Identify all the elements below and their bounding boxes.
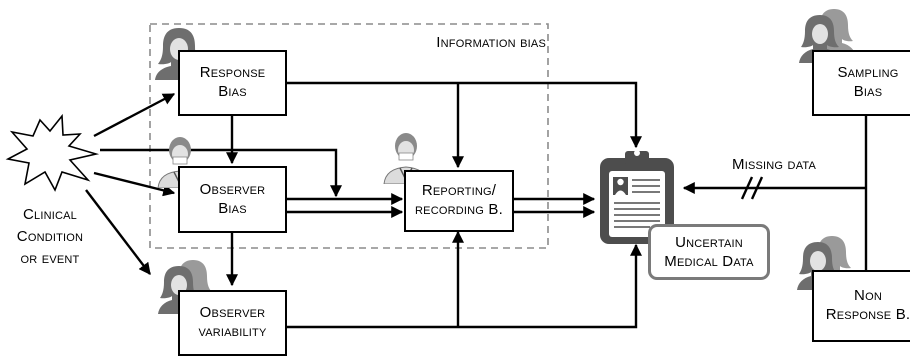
observer-bias-box: Observer Bias: [178, 166, 287, 233]
reporting-bias-line1: Reporting/: [421, 182, 497, 200]
response-bias-line2: Bias: [218, 83, 247, 100]
observer-bias-line2: Bias: [218, 199, 247, 217]
arrow-event-observer: [93, 171, 176, 197]
break-mark-1: [740, 176, 754, 200]
missing-data-label: Missing data: [732, 156, 817, 173]
non-response-bias-box: Non Response B.: [812, 270, 910, 342]
sampling-bias-line2: Bias: [853, 83, 883, 100]
sampling-bias-line1: Sampling: [837, 64, 899, 82]
non-response-line1: Non: [854, 287, 882, 305]
observer-variability-line1: Observer: [199, 304, 266, 322]
observer-variability-line2: variability: [198, 323, 267, 340]
response-bias-box: Response Bias: [178, 50, 287, 116]
observer-variability-box: Observer variability: [178, 290, 287, 356]
uncertain-medical-data-box: Uncertain Medical Data: [648, 224, 770, 280]
uncertain-line1: Uncertain: [675, 233, 743, 251]
clinical-line3: or event: [20, 249, 80, 267]
information-bias-label: Information bias: [436, 34, 546, 51]
observer-bias-line1: Observer: [199, 180, 266, 198]
clinical-line2: Condition: [16, 227, 84, 245]
clinical-line1: Clinical: [22, 206, 77, 223]
reporting-bias-box: Reporting/ recording B.: [404, 170, 514, 232]
uncertain-line2: Medical Data: [664, 253, 754, 270]
clipboard-icon: [600, 150, 674, 244]
clinical-condition-label: Clinical Condition or event: [2, 204, 98, 269]
information-bias-region: [149, 23, 549, 249]
reporting-bias-line2: recording B.: [415, 201, 503, 218]
response-bias-line1: Response: [199, 64, 266, 82]
break-mark-2: [750, 176, 764, 200]
arrow-response-uncertain: [286, 81, 642, 149]
arrow-event-response: [93, 92, 176, 138]
sampling-bias-box: Sampling Bias: [812, 50, 910, 116]
non-response-line2: Response B.: [825, 306, 910, 323]
arrow-event-variability: [85, 189, 151, 275]
arrow-variability-uncertain: [287, 243, 642, 329]
explosion-icon: [5, 113, 100, 192]
